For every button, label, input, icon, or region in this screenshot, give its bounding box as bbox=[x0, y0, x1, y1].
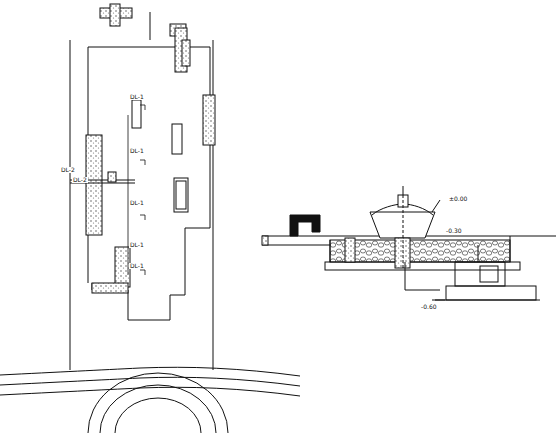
dimension-label: DL-2 bbox=[60, 167, 76, 173]
dimension-label: DL-1 bbox=[129, 200, 145, 206]
dimension-label: DL-1 bbox=[129, 148, 145, 154]
dimension-label: DL-1 bbox=[129, 263, 145, 269]
dimension-label: -0.60 bbox=[420, 304, 438, 310]
dimension-label: DL-2 bbox=[72, 177, 88, 183]
dimension-label: DL-1 bbox=[129, 94, 145, 100]
dimension-label: DL-1 bbox=[129, 242, 145, 248]
dimension-label: ±0.00 bbox=[448, 196, 468, 202]
dimension-label: -0.30 bbox=[445, 228, 463, 234]
